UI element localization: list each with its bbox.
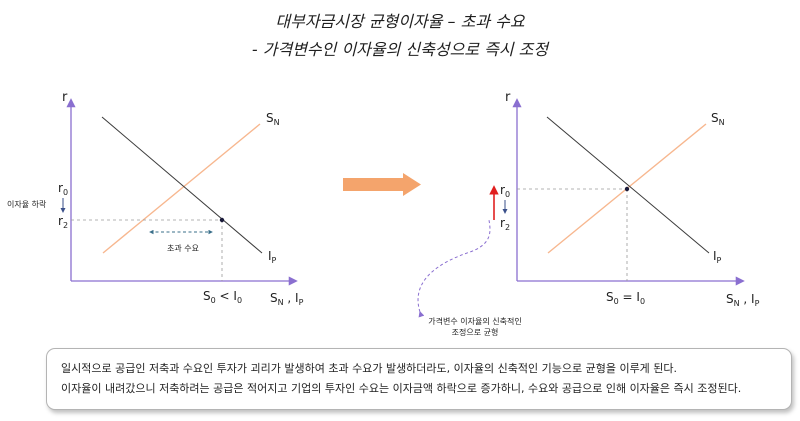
explanation-line-1: 일시적으로 공급인 저축과 수요인 투자가 괴리가 발생하여 초과 수요가 발생… xyxy=(61,362,678,375)
left-r2-label: r2 xyxy=(58,214,68,230)
right-condition-label: S0 = I0 xyxy=(606,290,645,306)
left-r0-label: r0 xyxy=(58,181,68,197)
right-r0-label: r0 xyxy=(500,183,510,199)
equilibrium-point xyxy=(624,186,630,192)
callout-line-1: 가격변수 이자율의 신축적인 xyxy=(428,316,521,326)
right-graph: r SN IP r0 r2 SN , IP S0 = I0 xyxy=(489,90,760,308)
rate-fall-note: 이자율 하락 xyxy=(7,199,47,209)
right-y-axis-label: r xyxy=(505,90,511,105)
title-line-2: - 가격변수인 이자율의 신축성으로 즉시 조정 xyxy=(251,40,549,59)
explanation-box: 일시적으로 공급인 저축과 수요인 투자가 괴리가 발생하여 초과 수요가 발생… xyxy=(46,348,792,410)
right-r2-label: r2 xyxy=(500,216,510,232)
left-condition-label: S0 < I0 xyxy=(203,289,242,305)
explanation-line-2: 이자율이 내려갔으니 저축하려는 공급은 적어지고 기업의 투자인 수요는 이자… xyxy=(61,382,742,395)
transition-arrow xyxy=(343,173,421,196)
left-demand-label: IP xyxy=(268,249,277,265)
left-demand-point xyxy=(219,217,225,223)
right-demand-curve xyxy=(546,116,710,254)
callout-connector xyxy=(417,219,491,318)
excess-demand-label: 초과 수요 xyxy=(167,244,199,253)
title-line-1: 대부자금시장 균형이자율 – 초과 수요 xyxy=(275,12,525,31)
left-supply-curve xyxy=(102,123,261,254)
callout-line-2: 조정으로 균형 xyxy=(452,327,499,337)
right-demand-label: IP xyxy=(713,249,722,265)
left-demand-curve xyxy=(101,116,263,254)
left-supply-label: SN xyxy=(266,111,280,127)
left-y-axis-label: r xyxy=(62,90,68,105)
left-x-axis-label: SN , IP xyxy=(270,291,304,307)
right-x-axis-label: SN , IP xyxy=(726,292,760,308)
right-supply-label: SN xyxy=(711,111,725,127)
left-graph: r SN IP 초과 수요 r0 r2 이자율 하락 SN , IP S0 < … xyxy=(7,90,304,307)
